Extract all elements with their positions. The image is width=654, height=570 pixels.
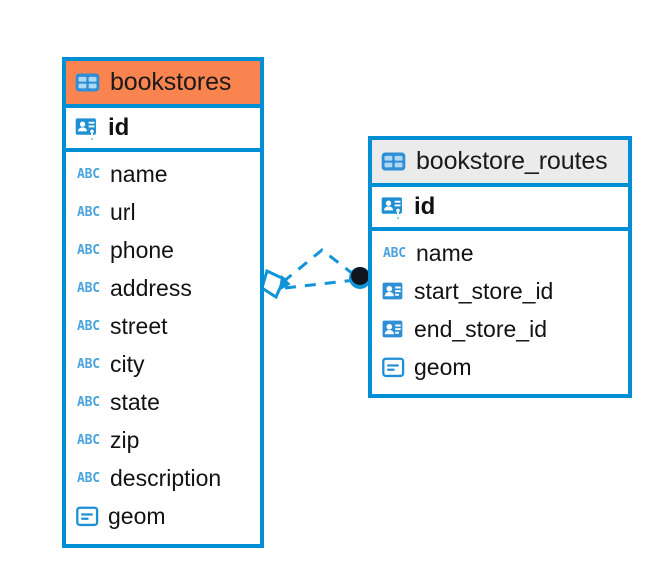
field-row[interactable]: ABC street [66, 307, 260, 345]
text-abc-icon: ABC [77, 394, 100, 410]
field-label: phone [110, 236, 174, 263]
entity-bookstore-routes-title: bookstore_routes [416, 147, 608, 175]
field-label: street [110, 312, 168, 339]
field-row[interactable]: geom [372, 348, 628, 386]
field-row[interactable]: ABC name [66, 155, 260, 193]
table-icon [380, 148, 407, 175]
field-row[interactable]: ABC phone [66, 231, 260, 269]
field-label: address [110, 274, 192, 301]
geometry-icon [75, 504, 100, 529]
field-label: city [110, 350, 145, 377]
field-label: name [416, 239, 474, 266]
foreign-key-icon [381, 317, 406, 342]
relationship-line-lower [284, 278, 357, 290]
text-abc-icon: ABC [77, 432, 100, 448]
entity-bookstore-routes-header[interactable]: bookstore_routes [372, 140, 628, 187]
field-label: geom [414, 353, 472, 380]
table-icon [74, 69, 101, 96]
field-row[interactable]: start_store_id [372, 272, 628, 310]
text-abc-icon: ABC [77, 318, 100, 334]
field-row[interactable]: ABC address [66, 269, 260, 307]
text-abc-icon: ABC [77, 280, 100, 296]
field-row[interactable]: geom [66, 497, 260, 535]
field-label: state [110, 388, 160, 415]
entity-bookstores[interactable]: bookstores [62, 57, 264, 548]
primary-key-icon [380, 194, 407, 221]
field-label: start_store_id [414, 277, 554, 304]
field-label: zip [110, 426, 140, 453]
field-label: description [110, 464, 222, 491]
entity-bookstores-primary-key-row[interactable]: id [66, 108, 260, 152]
text-abc-icon: ABC [77, 356, 100, 372]
entity-bookstores-title: bookstores [110, 68, 232, 96]
field-row[interactable]: ABC name [372, 234, 628, 272]
field-row[interactable]: ABC state [66, 383, 260, 421]
field-row[interactable]: ABC description [66, 459, 260, 497]
entity-bookstore-routes-primary-key-row[interactable]: id [372, 187, 628, 231]
entity-bookstore-routes-fields: ABC name start_store_id [372, 231, 628, 386]
diamond-crowfoot-marker[interactable] [260, 268, 291, 300]
text-abc-icon: ABC [77, 166, 100, 182]
entity-bookstores-fields: ABC name ABC url ABC phone ABC [66, 152, 260, 535]
field-row[interactable]: end_store_id [372, 310, 628, 348]
entity-bookstores-primary-key-label: id [108, 114, 130, 141]
foreign-key-icon [381, 279, 406, 304]
text-abc-icon: ABC [383, 245, 406, 261]
field-label: url [110, 198, 136, 225]
relationship-line-upper [282, 248, 358, 284]
field-row[interactable]: ABC zip [66, 421, 260, 459]
text-abc-icon: ABC [77, 204, 100, 220]
geometry-icon [381, 355, 406, 380]
field-label: name [110, 160, 168, 187]
filled-circle-marker[interactable] [349, 267, 371, 289]
entity-bookstore-routes[interactable]: bookstore_routes [368, 136, 632, 398]
field-row[interactable]: ABC city [66, 345, 260, 383]
field-row[interactable]: ABC url [66, 193, 260, 231]
field-label: end_store_id [414, 315, 547, 342]
text-abc-icon: ABC [77, 242, 100, 258]
entity-bookstores-header[interactable]: bookstores [66, 61, 260, 108]
entity-bookstore-routes-primary-key-label: id [414, 193, 436, 220]
text-abc-icon: ABC [77, 470, 100, 486]
field-label: geom [108, 502, 166, 529]
primary-key-icon [74, 115, 101, 142]
